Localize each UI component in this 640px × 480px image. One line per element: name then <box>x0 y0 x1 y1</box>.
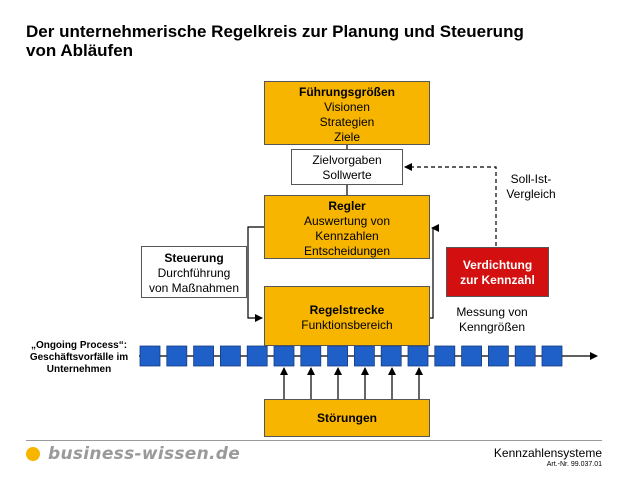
arrow-regelstrecke-to-regler <box>430 224 439 319</box>
soll-ist-label: Soll-Ist- Vergleich <box>500 172 562 202</box>
footer-divider <box>26 440 602 441</box>
process-square <box>353 345 375 367</box>
process-square <box>541 345 563 367</box>
verdichtung-line: Verdichtung <box>462 258 533 272</box>
process-square <box>166 345 188 367</box>
process-square <box>380 345 402 367</box>
ongoing-process-label: „Ongoing Process“: Geschäftsvorfälle im … <box>20 340 138 376</box>
process-square <box>461 345 483 367</box>
process-square <box>434 345 456 367</box>
verdichtung-line: zur Kennzahl <box>460 273 535 287</box>
regler-line: Kennzahlen <box>315 229 379 243</box>
process-square <box>246 345 268 367</box>
logo-text: business-wissen.de <box>48 444 241 464</box>
regler-box: Regler Auswertung von Kennzahlen Entsche… <box>264 195 430 259</box>
footer-art-nr: Art.-Nr. 99.037.01 <box>546 461 602 468</box>
brand-logo[interactable]: business-wissen.de <box>26 444 240 464</box>
soll-ist-line: Soll-Ist- <box>510 172 552 186</box>
stoerungen-box: Störungen <box>264 399 430 437</box>
page-title-line2: von Abläufen <box>26 41 134 60</box>
footer-info: Kennzahlensysteme Art.-Nr. 99.037.01 <box>494 446 602 470</box>
ongoing-line: „Ongoing Process“: <box>30 340 128 351</box>
stoerungen-heading: Störungen <box>317 411 377 425</box>
process-squares <box>139 345 563 367</box>
page-title: Der unternehmerische Regelkreis zur Plan… <box>26 22 586 60</box>
regler-line: Auswertung von <box>303 214 391 228</box>
regelstrecke-line: Funktionsbereich <box>301 318 393 332</box>
page-title-line1: Der unternehmerische Regelkreis zur Plan… <box>26 22 524 41</box>
soll-ist-line: Vergleich <box>506 187 556 201</box>
process-square <box>219 345 241 367</box>
process-square <box>487 345 509 367</box>
process-square <box>273 345 295 367</box>
messung-line: Kenngrößen <box>458 320 526 334</box>
fuehrungsgroessen-box: Führungsgrößen Visionen Strategien Ziele <box>264 81 430 145</box>
footer-title: Kennzahlensysteme <box>493 446 602 460</box>
messung-label: Messung von Kenngrößen <box>450 305 534 335</box>
verdichtung-box: Verdichtung zur Kennzahl <box>446 247 549 297</box>
regler-heading: Regler <box>328 199 366 213</box>
process-square <box>139 345 161 367</box>
process-square <box>514 345 536 367</box>
steuerung-line: Durchführung <box>157 266 231 280</box>
ongoing-line: Geschäftsvorfälle im <box>29 352 129 363</box>
arrow-regler-to-regelstrecke <box>247 226 264 322</box>
process-square <box>193 345 215 367</box>
disturbance-arrows <box>280 367 423 399</box>
zielvorgaben-box: Zielvorgaben Sollwerte <box>291 149 403 185</box>
messung-line: Messung von <box>456 305 528 319</box>
process-square <box>300 345 322 367</box>
ongoing-line: Unternehmen <box>46 364 112 375</box>
regelstrecke-heading: Regelstrecke <box>309 303 385 317</box>
logo-dot-icon <box>26 447 40 461</box>
regelstrecke-box: Regelstrecke Funktionsbereich <box>264 286 430 346</box>
fuehrungsgroessen-heading: Führungsgrößen <box>299 85 395 99</box>
process-square <box>407 345 429 367</box>
arrow-soll-ist-dashed <box>404 163 497 246</box>
fuehrungsgroessen-line: Ziele <box>333 130 360 144</box>
regler-line: Entscheidungen <box>303 244 391 258</box>
process-square <box>327 345 349 367</box>
steuerung-line: von Maßnahmen <box>148 281 240 295</box>
fuehrungsgroessen-line: Strategien <box>319 115 375 129</box>
zielvorgaben-line: Zielvorgaben <box>312 153 382 167</box>
fuehrungsgroessen-line: Visionen <box>324 100 370 114</box>
steuerung-box: Steuerung Durchführung von Maßnahmen <box>141 246 247 298</box>
steuerung-heading: Steuerung <box>164 251 224 265</box>
zielvorgaben-line: Sollwerte <box>322 168 372 182</box>
